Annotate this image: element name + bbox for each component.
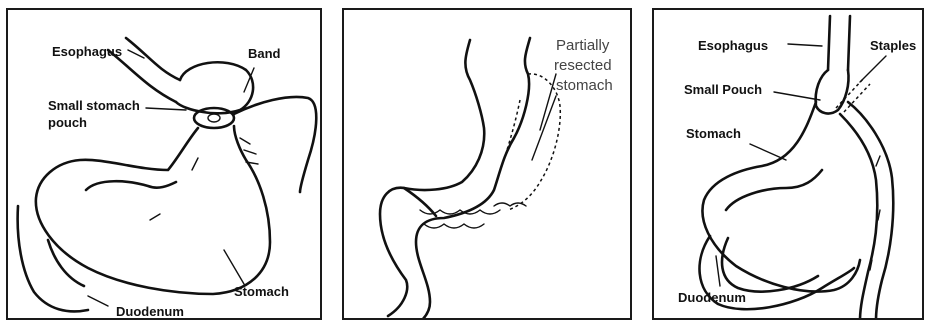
leader-stomach [750,144,786,160]
panel-gastric-bypass: Esophagus Staples Small Pouch Stomach Du… [652,8,924,320]
stomach-inner-curve [86,181,176,190]
duodenum-outline [18,206,88,311]
label-stomach: Stomach [234,284,289,299]
rugae-mark [240,138,258,164]
leader-resected [532,96,556,160]
esophagus-outline-inner [848,16,850,70]
label-band: Band [248,46,281,61]
sleeve-gastrectomy-diagram: Partially resected stomach [344,10,632,320]
label-esophagus: Esophagus [52,44,122,59]
leader-duodenum [88,296,108,306]
resected-region-outline [508,74,560,210]
label-resected-line2: resected [554,57,612,74]
panel-sleeve-gastrectomy: Partially resected stomach [342,8,632,320]
roux-limb-outline [840,114,877,320]
sleeve-outline-right [416,38,530,320]
sleeve-outline-left [380,40,484,316]
gastric-band-diagram: Esophagus Band Small stomach pouch Stoma… [8,10,322,320]
label-duodenum: Duodenum [116,304,184,319]
label-small-pouch-line1: Small stomach [48,98,140,113]
excluded-stomach-inner [726,170,822,210]
panel-gastric-band: Esophagus Band Small stomach pouch Stoma… [6,8,322,320]
leader-small-pouch [146,108,186,110]
label-resected-line3: stomach [556,77,613,94]
leader-small-pouch [774,92,820,100]
leader-duodenum [716,256,720,286]
sleeve-lower-curve [404,188,436,216]
gastric-fold [424,224,484,228]
leader-esophagus [788,44,822,46]
label-resected-line1: Partially [556,37,610,54]
band-tube [234,97,316,192]
gastric-fold [494,203,526,206]
label-duodenum: Duodenum [678,290,746,305]
label-small-pouch-line2: pouch [48,115,87,130]
small-pouch-outline [176,62,253,113]
label-stomach: Stomach [686,126,741,141]
label-small-pouch: Small Pouch [684,82,762,97]
flow-arrow [150,214,160,220]
gastric-band-inner [208,114,220,122]
leader-staples [860,56,886,82]
resected-staple-line [494,100,520,190]
flow-arrow [876,156,880,166]
gastric-band [194,108,234,128]
small-pouch-outline [816,70,849,113]
label-staples: Staples [870,38,916,53]
esophagus-outline [828,16,830,70]
flow-arrow [192,158,198,170]
leader-stomach [224,250,244,284]
label-esophagus: Esophagus [698,38,768,53]
roux-limb-outline-inner [848,102,893,320]
gastric-bypass-diagram: Esophagus Staples Small Pouch Stomach Du… [654,10,924,320]
